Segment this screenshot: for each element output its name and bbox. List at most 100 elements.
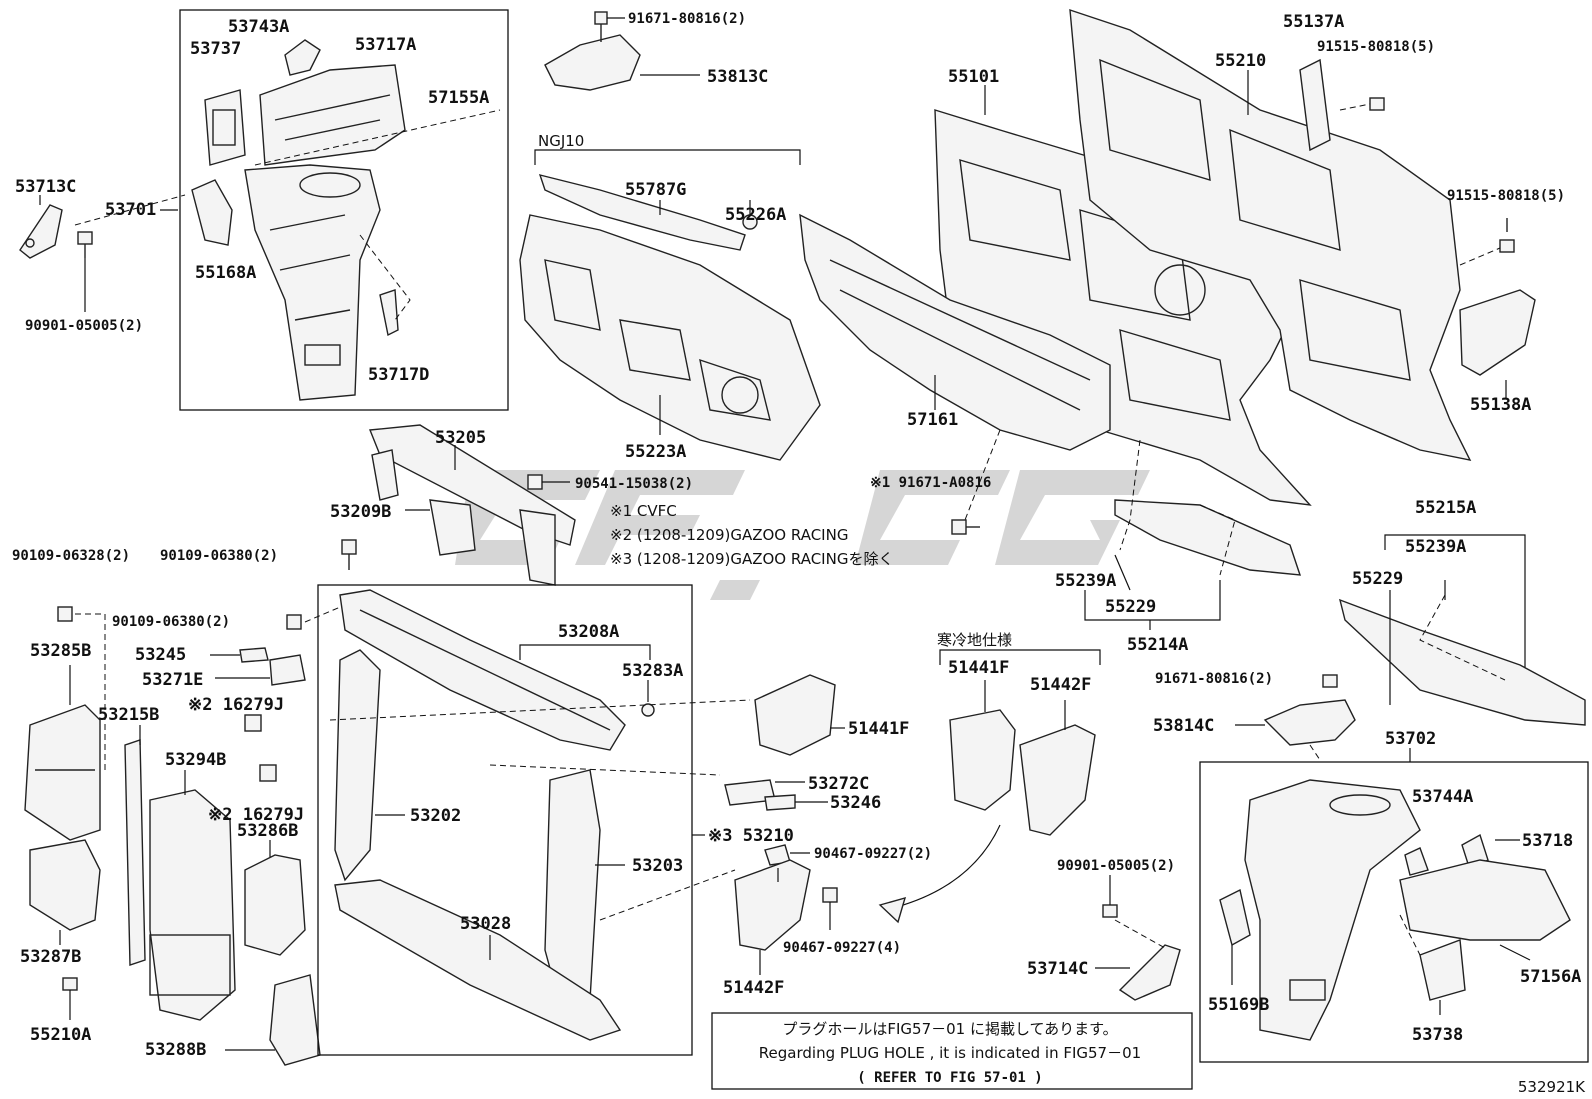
part-55138A: [1459, 289, 1536, 376]
label-53246: 53246: [830, 793, 881, 813]
part-55137A: [1299, 58, 1331, 152]
part-55210: [1069, 8, 1472, 461]
arrow-head: [878, 896, 907, 924]
part-53714C: [1118, 944, 1181, 1001]
label-53285B: 53285B: [30, 641, 91, 661]
part-55168A: [191, 179, 233, 246]
label-53713C: 53713C: [15, 177, 76, 197]
label-57155A: 57155A: [428, 88, 489, 108]
part-53271E: [269, 654, 306, 686]
label-53717D: 53717D: [368, 365, 429, 385]
part-53701-inner: [244, 164, 381, 401]
label-91515-80818-a: 91515-80818(5): [1317, 39, 1435, 55]
assembly-box-53701: [179, 9, 509, 411]
plug-hole-note-box: [711, 1012, 1193, 1090]
label-53702: 53702: [1385, 729, 1436, 749]
part-16279J-a: [244, 714, 262, 732]
note-plug-hole-en: Regarding PLUG HOLE , it is indicated in…: [759, 1044, 1141, 1062]
part-53737: [204, 89, 246, 166]
label-51441F-a: 51441F: [848, 719, 909, 739]
label-90467-09227-b: 90467-09227(4): [783, 940, 901, 956]
label-55223A: 55223A: [625, 442, 686, 462]
label-55787G: 55787G: [625, 180, 686, 200]
label-57161: 57161: [907, 410, 958, 430]
diagram-code: 532921K: [1518, 1078, 1586, 1096]
bolt-90467-09227-b: [822, 887, 838, 903]
arrow-curve: [884, 824, 1001, 911]
label-53272C: 53272C: [808, 774, 869, 794]
label-91671-A0816: ※1 91671-A0816: [870, 475, 991, 491]
label-53271E: 53271E: [142, 670, 203, 690]
part-55229-right: [1338, 598, 1586, 726]
label-51442F-b: 51442F: [1030, 675, 1091, 695]
label-91671-80816-a: 91671-80816(2): [628, 11, 746, 27]
part-53814C: [1263, 674, 1356, 746]
label-53245: 53245: [135, 645, 186, 665]
label-53209B: 53209B: [330, 502, 391, 522]
part-53288B: [269, 974, 321, 1066]
label-53294B: 53294B: [165, 750, 226, 770]
label-53701: 53701: [105, 200, 156, 220]
part-53717A: [284, 39, 321, 76]
label-91671-80816-b: 91671-80816(2): [1155, 671, 1273, 687]
label-53718: 53718: [1522, 831, 1573, 851]
note-1: ※1 CVFC: [610, 502, 677, 520]
part-51442F-a: [734, 859, 811, 951]
bolt-90901-05005-left: [77, 231, 93, 258]
part-16279J-b: [259, 764, 277, 782]
label-55215A: 55215A: [1415, 498, 1476, 518]
bolt-90109-06380-a: [341, 539, 357, 570]
label-cold-spec: 寒冷地仕様: [937, 631, 1012, 649]
label-55229-a: 55229: [1105, 597, 1156, 617]
part-51441F-a: [754, 674, 836, 756]
part-53744A: [1404, 847, 1429, 876]
label-53210: ※3 53210: [708, 826, 794, 846]
bolt-90541-15038: [527, 474, 543, 490]
note-2: ※2 (1208-1209)GAZOO RACING: [610, 526, 848, 544]
label-55229-b: 55229: [1352, 569, 1403, 589]
part-53208A-upper: [339, 589, 626, 751]
part-53202: [334, 649, 381, 882]
part-53702-inner: [1244, 779, 1421, 1041]
label-55210A: 55210A: [30, 1025, 91, 1045]
label-57156A: 57156A: [1520, 967, 1581, 987]
assembly-box-radiator-support: [317, 584, 693, 1056]
label-53286B: 53286B: [237, 821, 298, 841]
label-53208A: 53208A: [558, 622, 619, 642]
label-53287B: 53287B: [20, 947, 81, 967]
bolt-55210A: [62, 977, 78, 991]
label-51441F-b: 51441F: [948, 658, 1009, 678]
label-53028: 53028: [460, 914, 511, 934]
label-55210: 55210: [1215, 51, 1266, 71]
label-90109-06380-a: 90109-06380(2): [160, 548, 278, 564]
label-53202: 53202: [410, 806, 461, 826]
label-55169B: 55169B: [1208, 995, 1269, 1015]
label-90901-05005-b: 90901-05005(2): [1057, 858, 1175, 874]
bolt-90901-05005-right: [1102, 904, 1118, 918]
label-90541-15038: 90541-15038(2): [575, 476, 693, 492]
part-57161: [799, 213, 1111, 451]
label-91515-80818-b: 91515-80818(5): [1447, 188, 1565, 204]
label-53744A: 53744A: [1412, 787, 1473, 807]
part-57156A: [1399, 859, 1571, 941]
label-55226A: 55226A: [725, 205, 786, 225]
part-53294B: [149, 789, 236, 1021]
label-16279J-b: ※2 16279J: [208, 805, 304, 825]
part-53245: [239, 647, 269, 663]
bolt-90109-06328: [57, 606, 73, 622]
label-53215B: 53215B: [98, 705, 159, 725]
label-90109-06380-b: 90109-06380(2): [112, 614, 230, 630]
part-53738: [1419, 939, 1466, 1001]
part-53285B: [24, 704, 101, 841]
label-55239A-b: 55239A: [1405, 537, 1466, 557]
part-51441F-b: [949, 709, 1016, 811]
part-53713C: [19, 204, 63, 259]
assembly-box-53702: [1199, 761, 1589, 1063]
part-53028: [334, 879, 622, 1041]
part-53283A: [641, 703, 655, 717]
label-51442F-a: 51442F: [723, 978, 784, 998]
label-53205: 53205: [435, 428, 486, 448]
label-55168A: 55168A: [195, 263, 256, 283]
